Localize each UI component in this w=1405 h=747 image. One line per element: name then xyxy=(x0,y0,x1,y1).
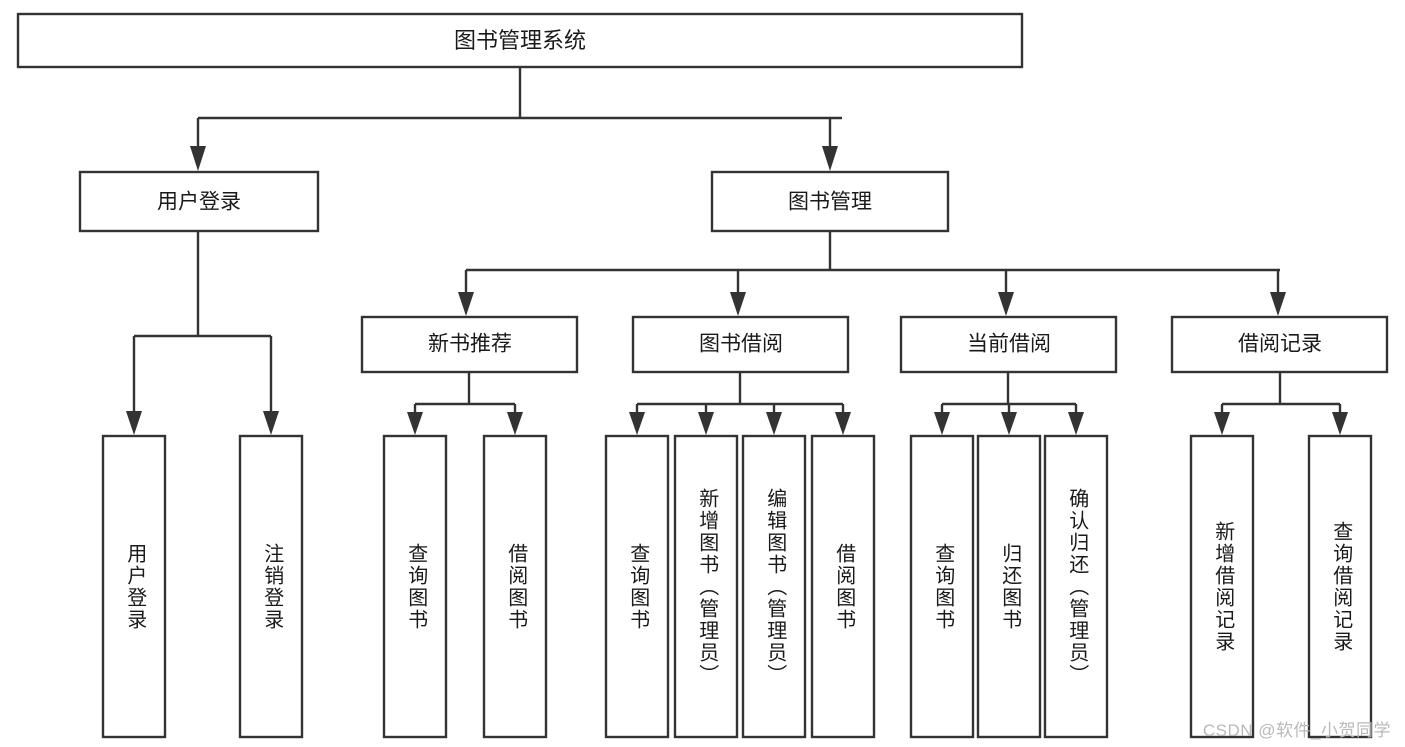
node-label-current-borrow: 当前借阅 xyxy=(967,333,1051,356)
arrow-head-borrow-record xyxy=(1270,292,1286,316)
node-label-new-book-rec: 新书推荐 xyxy=(428,333,512,356)
arrow-head-book-mgmt xyxy=(822,146,838,171)
arrow-head-user-login xyxy=(190,146,206,171)
leaf-box-borrow-record-1[interactable] xyxy=(1307,434,1373,739)
arrow-head-new-book-rec xyxy=(458,292,474,316)
leaf-box-user-login-0[interactable] xyxy=(101,434,167,739)
node-box-user-login[interactable] xyxy=(78,170,320,233)
leaf-box-current-borrow-0[interactable] xyxy=(909,434,975,739)
connector-book-mgmt-to-level3 xyxy=(458,231,1286,316)
connector-borrow-record-to-leaves xyxy=(1214,372,1348,435)
arrow-head-leaf-book-borrow-4 xyxy=(835,412,851,435)
arrow-head-leaf-user-login-1 xyxy=(126,411,142,435)
leaf-box-book-borrow-0[interactable] xyxy=(604,434,670,739)
arrow-head-leaf-borrow-record-2 xyxy=(1332,412,1348,435)
arrow-head-leaf-current-borrow-2 xyxy=(1001,412,1017,435)
connector-book-borrow-to-leaves xyxy=(629,372,851,435)
leaf-box-book-borrow-3[interactable] xyxy=(810,434,876,739)
connector-new-book-rec-to-leaves xyxy=(407,372,523,435)
arrow-head-leaf-user-login-2 xyxy=(263,411,279,435)
node-label-user-login: 用户登录 xyxy=(157,191,241,214)
arrow-head-book-borrow xyxy=(730,292,746,316)
connector-current-borrow-to-leaves xyxy=(934,372,1084,435)
leaf-box-current-borrow-2[interactable] xyxy=(1043,434,1109,739)
arrow-head-current-borrow xyxy=(998,292,1014,316)
arrow-head-leaf-new-book-rec-2 xyxy=(507,412,523,435)
node-box-borrow-record[interactable] xyxy=(1170,315,1389,374)
arrow-head-leaf-current-borrow-3 xyxy=(1068,412,1084,435)
arrow-head-leaf-book-borrow-2 xyxy=(698,412,714,435)
arrow-head-leaf-book-borrow-1 xyxy=(629,412,645,435)
node-box-root[interactable] xyxy=(16,12,1024,69)
node-label-book-borrow: 图书借阅 xyxy=(699,333,783,356)
leaf-box-user-login-1[interactable] xyxy=(238,434,304,739)
node-box-current-borrow[interactable] xyxy=(899,315,1118,374)
leaf-box-borrow-record-0[interactable] xyxy=(1189,434,1255,739)
leaf-box-new-book-rec-0[interactable] xyxy=(382,434,448,739)
node-label-root: 图书管理系统 xyxy=(454,28,586,53)
arrow-head-leaf-new-book-rec-1 xyxy=(407,412,423,435)
arrow-head-leaf-book-borrow-3 xyxy=(766,412,782,435)
connector-root-to-level2 xyxy=(190,67,842,171)
arrow-head-leaf-borrow-record-1 xyxy=(1214,412,1230,435)
node-label-book-mgmt: 图书管理 xyxy=(788,191,872,214)
node-box-book-borrow[interactable] xyxy=(631,315,850,374)
leaf-box-new-book-rec-1[interactable] xyxy=(482,434,548,739)
node-box-book-mgmt[interactable] xyxy=(710,170,950,233)
node-box-new-book-rec[interactable] xyxy=(360,315,579,374)
connector-user-login-to-leaves xyxy=(126,231,279,435)
leaf-box-book-borrow-2[interactable] xyxy=(741,434,807,739)
node-label-borrow-record: 借阅记录 xyxy=(1238,333,1322,356)
leaf-box-current-borrow-1[interactable] xyxy=(976,434,1042,739)
leaf-box-book-borrow-1[interactable] xyxy=(673,434,739,739)
arrow-head-leaf-current-borrow-1 xyxy=(934,412,950,435)
